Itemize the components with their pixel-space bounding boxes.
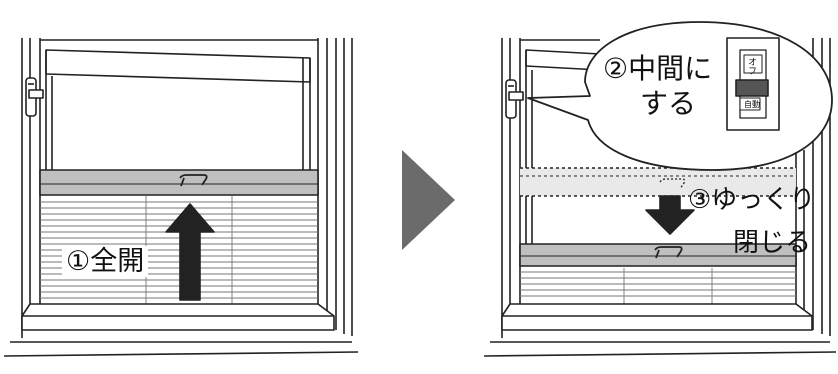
window-sill-right xyxy=(484,304,836,356)
switch-auto-label: 自動 xyxy=(744,101,760,109)
step-3-label-line2: 閉じる xyxy=(733,230,811,256)
switch-off-label: オフ xyxy=(746,57,755,75)
step-1-label: ①全開 xyxy=(62,246,148,277)
step-2-label-line1: ②中間に xyxy=(603,55,712,83)
switch-device xyxy=(727,38,779,130)
next-step-arrow xyxy=(402,150,455,250)
step-2-label-line2: する xyxy=(640,90,696,118)
down-arrow xyxy=(646,196,694,234)
screen-rail-left xyxy=(40,170,318,195)
window-sill-left xyxy=(4,304,358,356)
pleated-screen-right xyxy=(520,268,796,304)
step-3-label-line1: ③ゆっくり xyxy=(688,187,815,213)
